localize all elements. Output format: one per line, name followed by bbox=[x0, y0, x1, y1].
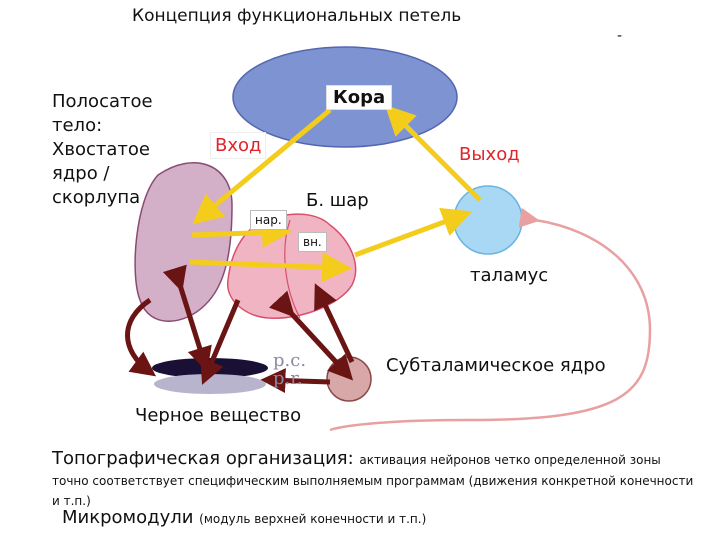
arrow-globus-thalamus bbox=[354, 207, 473, 258]
corner-dash: - bbox=[617, 28, 623, 44]
arrow-striatum-nigra-curve bbox=[125, 297, 157, 377]
globus-label: Б. шар bbox=[306, 190, 369, 211]
diagram-title: Концепция функциональных петель bbox=[132, 6, 462, 26]
substantia-nigra-label: Черное вещество bbox=[135, 405, 302, 426]
cortex-label: Кора bbox=[326, 85, 393, 110]
arrow-striatum-external bbox=[191, 217, 292, 248]
topographic-title: Топографическая организация: bbox=[52, 448, 354, 469]
arrow-stn-globus bbox=[314, 283, 355, 364]
nigra-parts-label: p.c. p.r. bbox=[273, 350, 307, 389]
arrow-cortex-striatum bbox=[192, 108, 332, 225]
arrow-striatum-globus bbox=[189, 252, 352, 283]
micromodules-heading: Микромодули (модуль верхней конечности и… bbox=[62, 507, 426, 528]
topographic-text-2: точно соответствует специфическим выполн… bbox=[52, 474, 694, 508]
arrow-thalamus-cortex bbox=[384, 104, 482, 202]
arrow-globus-stn bbox=[268, 290, 354, 381]
external-segment-label: нар. bbox=[250, 210, 287, 230]
internal-segment-label: вн. bbox=[298, 232, 327, 252]
thalamus-shape bbox=[453, 185, 523, 255]
thalamus-return-loop bbox=[329, 207, 652, 432]
input-label: Вход bbox=[210, 132, 267, 159]
arrow-striatum-nigra bbox=[162, 264, 212, 373]
topographic-heading: Топографическая организация: активация н… bbox=[52, 448, 661, 469]
micromodules-text: (модуль верхней конечности и т.п.) bbox=[199, 512, 427, 526]
micromodules-title: Микромодули bbox=[62, 507, 194, 528]
substantia-nigra-pr bbox=[154, 374, 266, 394]
topographic-text-1: активация нейронов четко определенной зо… bbox=[359, 453, 661, 467]
thalamus-label: таламус bbox=[470, 265, 549, 286]
subthalamic-shape bbox=[326, 356, 372, 402]
arrow-globus-nigra bbox=[200, 299, 241, 385]
arrow-stn-nigra bbox=[260, 368, 331, 394]
striatum-label: Полосатое тело: Хвостатое ядро / скорлуп… bbox=[52, 91, 153, 208]
output-label: Выход bbox=[455, 142, 524, 167]
subthalamic-label: Субталамическое ядро bbox=[386, 355, 606, 376]
